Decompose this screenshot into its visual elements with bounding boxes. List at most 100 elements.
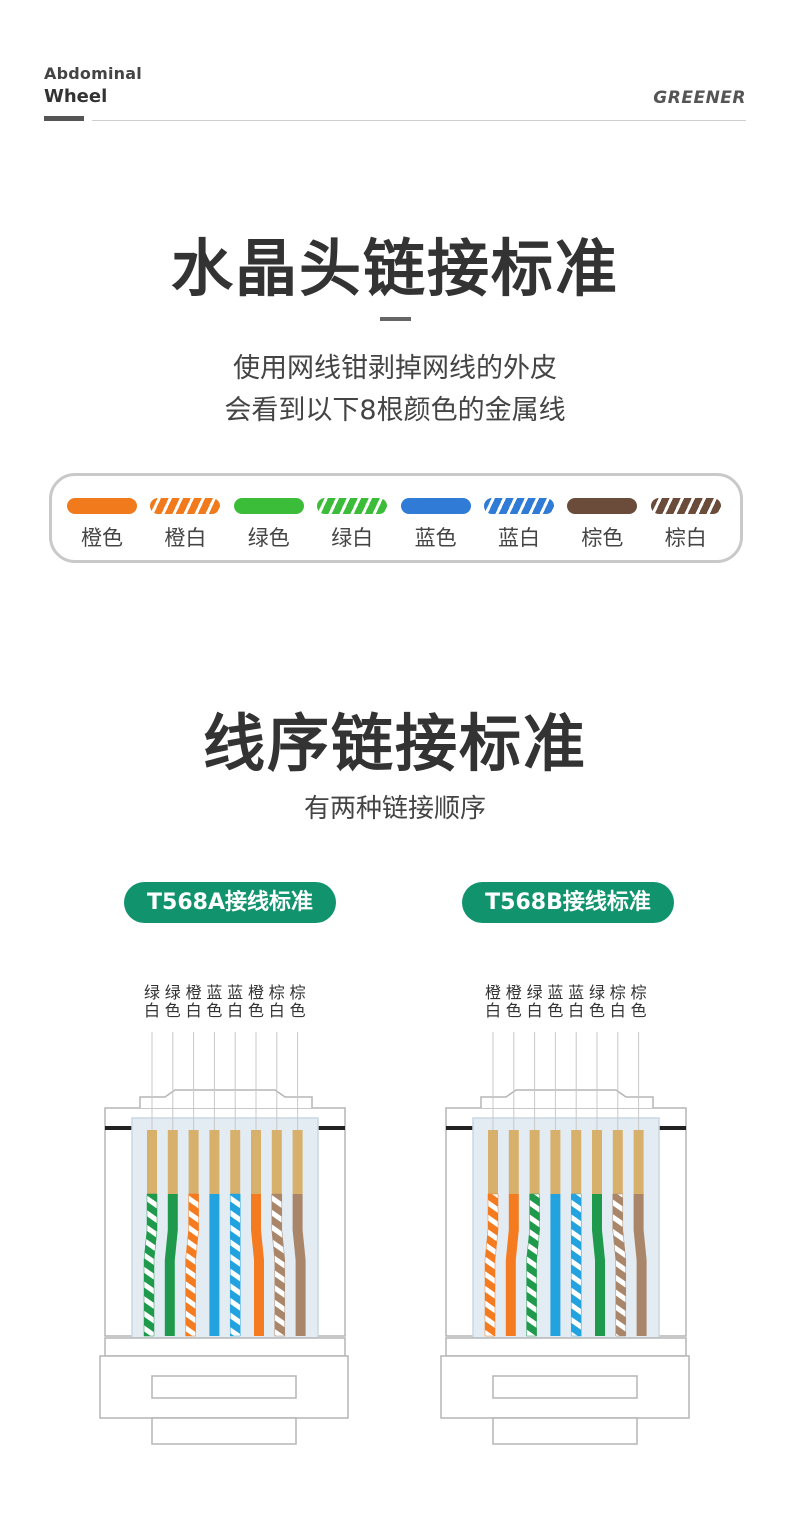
gold-contact-4 [230,1130,241,1194]
wire-label-bottom-3: 色 [547,1001,564,1020]
header-title-line2: Wheel [44,86,108,107]
connector-window [472,1117,660,1343]
gold-contact-3 [550,1130,561,1194]
wire-label-bottom-2: 白 [185,1001,202,1020]
wire-5 [592,1194,605,1336]
legend-swatch-4 [400,498,471,514]
gold-contact-7 [292,1130,303,1194]
wire-label-bottom-2: 白 [526,1001,543,1020]
t568b-connector [440,1032,690,1445]
wire-1 [505,1194,519,1336]
connector-boot-window [492,1375,638,1399]
t568a-badge: T568A接线标准 [124,882,336,923]
legend-label-7: 棕白 [664,526,707,550]
legend-swatch-0 [67,498,137,514]
section1-title: 水晶头链接标准 [170,232,619,305]
connector-window [131,1117,319,1343]
wire-label-top-4: 蓝 [227,983,244,1002]
wire-0 [143,1193,158,1337]
wire-label-bottom-4: 白 [568,1001,585,1020]
wire-label-bottom-5: 色 [247,1001,264,1020]
cable-stub [151,1417,297,1445]
wire-4 [570,1193,582,1337]
connector-boot [440,1355,690,1419]
connector-base [445,1337,687,1357]
wire-label-bottom-7: 色 [289,1001,306,1020]
legend-swatch-2 [233,498,304,514]
wire-1 [164,1194,178,1336]
wire-5 [251,1194,264,1336]
wire-label-bottom-3: 色 [206,1001,223,1020]
wire-6 [271,1193,286,1337]
t568a-connector [99,1032,349,1445]
color-legend: 橙色 橙白 绿色 绿白 蓝色 蓝白 棕色 棕白 [49,473,743,563]
gold-contact-5 [592,1130,602,1194]
legend-label-5: 蓝白 [498,526,540,550]
wire-label-top-5: 绿 [588,983,605,1002]
connector-latch [480,1089,654,1108]
wire-0 [484,1193,499,1337]
gold-contact-3 [209,1130,220,1194]
wire-label-bottom-0: 白 [484,1001,501,1020]
wire-label-bottom-1: 色 [164,1001,181,1020]
wire-label-top-2: 绿 [526,983,543,1002]
wire-3 [209,1194,220,1336]
legend-swatch-5 [484,498,554,514]
wire-7 [633,1194,647,1336]
header-divider [92,120,746,121]
gold-contact-0 [488,1130,498,1194]
wire-label-bottom-6: 白 [268,1001,285,1020]
wire-label-top-4: 蓝 [568,983,585,1002]
header-title-line1: Abdominal [44,64,142,83]
connector-boot-window [151,1375,297,1399]
section2-title: 线序链接标准 [202,707,587,780]
section1-desc-line1: 使用网线钳剥掉网线的外皮 [233,353,557,384]
legend-label-6: 棕色 [581,526,624,550]
legend-swatch-1 [150,498,221,514]
legend-label-2: 绿色 [247,526,290,550]
wire-label-bottom-1: 色 [505,1001,522,1020]
wire-label-top-6: 棕 [609,983,626,1002]
header-accent-bar [44,116,84,121]
brand-logo: GREENER [653,88,746,108]
gold-contact-6 [271,1130,282,1194]
section1-desc-line2: 会看到以下8根颜色的金属线 [224,395,566,426]
wire-label-top-5: 橙 [247,983,264,1002]
title-dash [380,317,411,321]
section2-desc: 有两种链接顺序 [303,794,486,824]
wire-2 [185,1193,199,1337]
wire-label-top-0: 绿 [143,983,160,1002]
gold-contact-1 [167,1130,178,1194]
wire-2 [526,1193,540,1337]
gold-contact-5 [251,1130,261,1194]
wire-4 [229,1193,241,1337]
wire-label-bottom-5: 色 [588,1001,605,1020]
wire-label-top-3: 蓝 [206,983,223,1002]
wire-label-top-2: 橙 [185,983,202,1002]
wire-label-top-1: 橙 [505,983,522,1002]
connector-latch [139,1089,313,1108]
gold-contact-1 [508,1130,519,1194]
t568b-badge: T568B接线标准 [462,882,674,923]
legend-swatch-7 [650,498,721,514]
gold-contact-2 [529,1130,540,1194]
gold-contact-4 [571,1130,582,1194]
gold-contact-0 [147,1130,157,1194]
cable-stub [492,1417,638,1445]
wire-label-top-3: 蓝 [547,983,564,1002]
wire-label-bottom-7: 色 [630,1001,647,1020]
wire-7 [292,1194,306,1336]
legend-label-3: 绿白 [331,526,374,550]
wire-label-top-0: 橙 [484,983,501,1002]
legend-swatch-3 [317,498,388,514]
wire-3 [550,1194,561,1336]
gold-contact-7 [633,1130,644,1194]
wire-label-top-6: 棕 [268,983,285,1002]
wire-label-bottom-0: 白 [143,1001,160,1020]
legend-label-0: 橙色 [81,526,123,550]
wire-label-top-1: 绿 [164,983,181,1002]
wire-label-top-7: 棕 [630,983,647,1002]
legend-label-1: 橙白 [164,526,207,550]
legend-label-4: 蓝色 [414,526,457,550]
